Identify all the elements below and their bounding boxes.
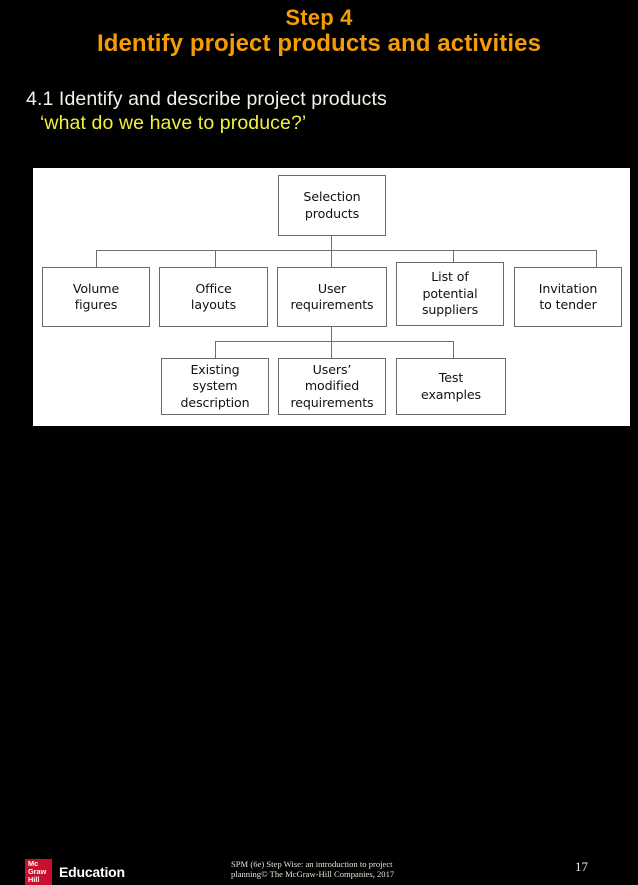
box-line-1: List of	[431, 269, 469, 285]
box-line-2: products	[304, 205, 360, 221]
diagram-box-selection-products: Selection products	[278, 175, 386, 236]
box-line-2: modified	[304, 378, 360, 394]
diagram-box-office-layouts: Office layouts	[159, 267, 268, 327]
connector-root-stem	[331, 236, 332, 250]
logo-wordmark: Education	[59, 864, 125, 880]
box-line-1: Invitation	[538, 280, 598, 296]
subtitle-line-1: 4.1 Identify and describe project produc…	[26, 88, 387, 110]
box-line-2: to tender	[539, 297, 597, 312]
logo-line-1: Mc	[28, 858, 39, 868]
connector-drop-list-of-potential-suppliers	[453, 250, 454, 262]
box-line-3: description	[180, 394, 250, 410]
title-line-1: Step 4	[285, 5, 353, 30]
connector-drop-test-examples	[453, 341, 454, 358]
box-line-2: examples	[421, 386, 481, 402]
title-line-2: Identify project products and activities	[96, 29, 542, 57]
connector-drop-invitation-to-tender	[596, 250, 597, 267]
diagram-box-list-of-potential-suppliers: List of potential suppliers	[396, 262, 504, 326]
box-line-1: Existing	[190, 361, 240, 377]
box-line-2: system	[192, 378, 238, 394]
slide-subtitle: 4.1 Identify and describe project produc…	[26, 88, 626, 136]
connector-user-requirements-stem	[331, 327, 332, 341]
diagram-box-invitation-to-tender: Invitation to tender	[514, 267, 622, 327]
box-line-1: User	[317, 280, 347, 296]
slide-canvas: Step 4 Identify project products and act…	[0, 5, 638, 885]
diagram-box-existing-system-description: Existing system description	[161, 358, 269, 415]
connector-level3-bus	[215, 341, 453, 342]
subtitle-line-2: ‘what do we have to produce?’	[40, 111, 307, 134]
connector-drop-volume-figures	[96, 250, 97, 267]
connector-level2-bus	[96, 250, 596, 251]
product-breakdown-diagram: Selection products Volume figures Office…	[33, 168, 630, 426]
connector-drop-users-modified-requirements	[331, 341, 332, 358]
diagram-box-test-examples: Test examples	[396, 358, 506, 415]
box-line-2: layouts	[190, 297, 237, 312]
mcgraw-hill-education-logo: Mc Graw Hill Education	[25, 859, 125, 885]
box-line-2: potential	[422, 285, 478, 301]
copyright-note-line-2: planning© The McGraw-Hill Companies, 201…	[231, 869, 395, 880]
page-number: 17	[575, 859, 588, 874]
box-line-2: requirements	[290, 297, 374, 312]
box-line-3: requirements	[290, 394, 374, 410]
diagram-box-volume-figures: Volume figures	[42, 267, 150, 327]
logo-line-2: Graw	[28, 866, 47, 876]
slide-footer: Mc Graw Hill Education SPM (6e) Step Wis…	[0, 426, 638, 885]
connector-drop-user-requirements	[331, 250, 332, 267]
mcgraw-hill-logo-mark: Mc Graw Hill	[25, 859, 52, 885]
box-line-1: Selection	[303, 189, 361, 205]
box-line-1: Office	[195, 280, 232, 296]
diagram-box-users-modified-requirements: Users’ modified requirements	[278, 358, 386, 415]
logo-line-3: Hill	[28, 875, 40, 885]
box-line-1: Volume	[72, 280, 120, 296]
connector-drop-office-layouts	[215, 250, 216, 267]
box-line-1: Users’	[312, 361, 352, 377]
diagram-box-user-requirements: User requirements	[277, 267, 387, 327]
slide-title: Step 4 Identify project products and act…	[0, 5, 638, 58]
box-line-3: suppliers	[421, 302, 479, 318]
box-line-2: figures	[74, 297, 118, 312]
copyright-note: SPM (6e) Step Wise: an introduction to p…	[231, 859, 531, 880]
copyright-note-line-1: SPM (6e) Step Wise: an introduction to p…	[231, 859, 393, 869]
connector-drop-existing-system-description	[215, 341, 216, 358]
box-line-1: Test	[438, 370, 464, 386]
